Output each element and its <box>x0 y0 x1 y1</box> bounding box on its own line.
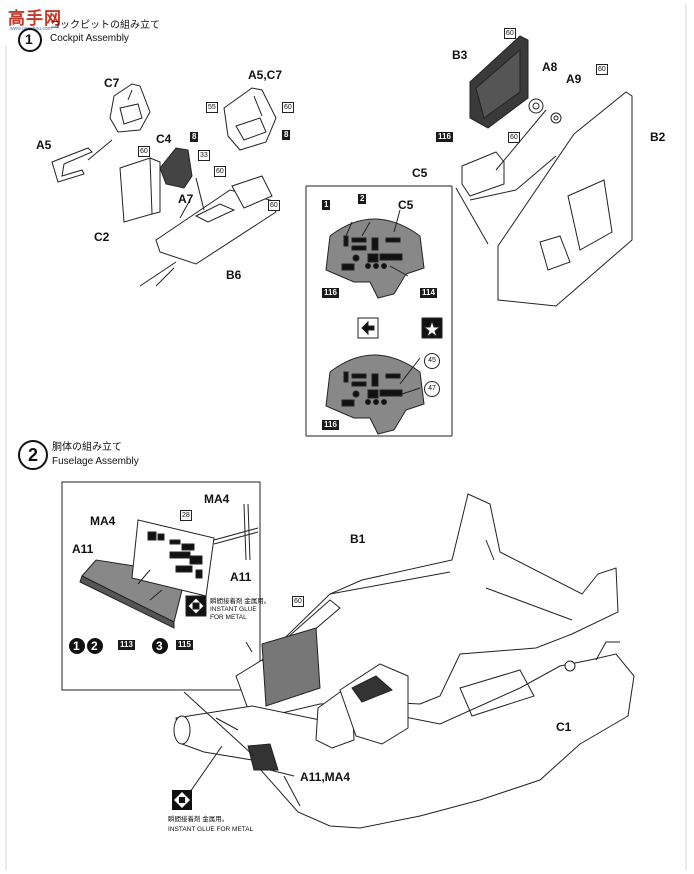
label-a11-right: A11 <box>230 570 252 584</box>
part-c2 <box>119 157 161 223</box>
paint-ref-116: 116 <box>322 420 339 430</box>
version-mark-1: 1 <box>73 639 80 653</box>
part-c4 <box>159 147 193 189</box>
glue-warning-icon-bottom <box>172 790 192 810</box>
label-a8: A8 <box>542 60 558 74</box>
step1-circle <box>18 28 42 52</box>
paint-ref-60: 60 <box>504 28 516 39</box>
glue-note-bottom-jp: 瞬間接着剤 金属用。 <box>168 816 229 823</box>
decal-ref-1: 1 <box>322 200 331 210</box>
paint-ref-115: 115 <box>176 640 193 650</box>
paint-ref-60: 60 <box>508 132 520 143</box>
label-a9: A9 <box>566 72 582 86</box>
step1-number: 1 <box>25 31 33 47</box>
label-a5c7: A5,C7 <box>248 68 283 82</box>
label-b2: B2 <box>650 130 666 144</box>
instrument-panel-bottom <box>325 354 425 435</box>
part-cockpit-sidewall <box>261 627 321 707</box>
version-symbol-star <box>421 317 443 339</box>
step1-title-jp: コックピットの組み立て <box>50 20 160 31</box>
step2-number: 2 <box>18 440 48 470</box>
decal-ref-47: 47 <box>424 381 440 397</box>
part-b3 <box>469 35 529 129</box>
glue-warning-icon-inset <box>185 595 207 617</box>
part-c1-fuselage <box>173 641 635 829</box>
paint-ref-60: 60 <box>214 166 226 177</box>
label-a11-left: A11 <box>72 542 94 556</box>
step2-title-jp: 胴体の組み立て <box>52 442 122 453</box>
paint-ref-55: 55 <box>206 102 218 113</box>
label-c7: C7 <box>104 76 120 90</box>
part-ma4-photoetch <box>131 519 215 597</box>
paint-ref-60: 60 <box>282 102 294 113</box>
label-b6: B6 <box>226 268 242 282</box>
instrument-panel-top <box>325 218 425 299</box>
label-ma4-top: MA4 <box>204 492 230 506</box>
paint-ref-60: 60 <box>596 64 608 75</box>
label-c5-inset: C5 <box>398 198 414 212</box>
decal-ref-45: 45 <box>424 353 440 369</box>
watermark-logo: 高手网 <box>8 9 62 28</box>
glue-note-en1: INSTANT GLUE <box>210 606 257 613</box>
part-b6 <box>155 175 277 265</box>
version-mark-2: 2 <box>91 639 98 653</box>
cockpit-module <box>315 663 409 749</box>
paint-ref-116: 116 <box>322 288 339 298</box>
version-marks <box>69 638 168 654</box>
version-mark-3: 3 <box>156 639 163 653</box>
glue-note-jp: 瞬間接着剤 金属用。 <box>210 598 271 605</box>
paint-ref-28: 28 <box>180 510 192 521</box>
glue-note-bottom-en: INSTANT GLUE FOR METAL <box>168 826 254 833</box>
label-c5-3d: C5 <box>412 166 428 180</box>
paint-ref-8: 8 <box>190 132 199 142</box>
glue-note-en2: FOR METAL <box>210 614 247 621</box>
label-b3: B3 <box>452 48 468 62</box>
paint-ref-60: 60 <box>292 596 304 607</box>
label-c4: C4 <box>156 132 172 146</box>
paint-ref-113: 113 <box>118 640 135 650</box>
label-a7: A7 <box>178 192 194 206</box>
step1-title-en: Cockpit Assembly <box>50 33 129 44</box>
step2-title-en: Fuselage Assembly <box>52 456 139 467</box>
label-c2: C2 <box>94 230 110 244</box>
part-a11-small <box>213 503 259 561</box>
paint-ref-33: 33 <box>198 150 210 161</box>
part-a11-installed <box>247 743 279 771</box>
part-b2 <box>497 91 633 307</box>
label-ma4: MA4 <box>90 514 116 528</box>
label-c1: C1 <box>556 720 572 734</box>
label-a5: A5 <box>36 138 52 152</box>
paint-ref-116: 116 <box>436 132 453 142</box>
part-a8 <box>528 98 544 114</box>
seat-c7 <box>109 83 151 133</box>
paint-ref-114: 114 <box>420 288 437 298</box>
paint-ref-60: 60 <box>268 200 280 211</box>
paint-ref-8: 8 <box>282 130 291 140</box>
label-a11-ma4: A11,MA4 <box>300 770 351 784</box>
part-a9 <box>550 112 562 124</box>
part-a5 <box>51 147 93 183</box>
seat-a5c7 <box>223 87 277 151</box>
paint-ref-60: 60 <box>138 146 150 157</box>
part-c5-3d <box>461 151 505 197</box>
version-symbol-arrow <box>357 317 379 339</box>
decal-ref-2: 2 <box>358 194 367 204</box>
label-b1: B1 <box>350 532 366 546</box>
